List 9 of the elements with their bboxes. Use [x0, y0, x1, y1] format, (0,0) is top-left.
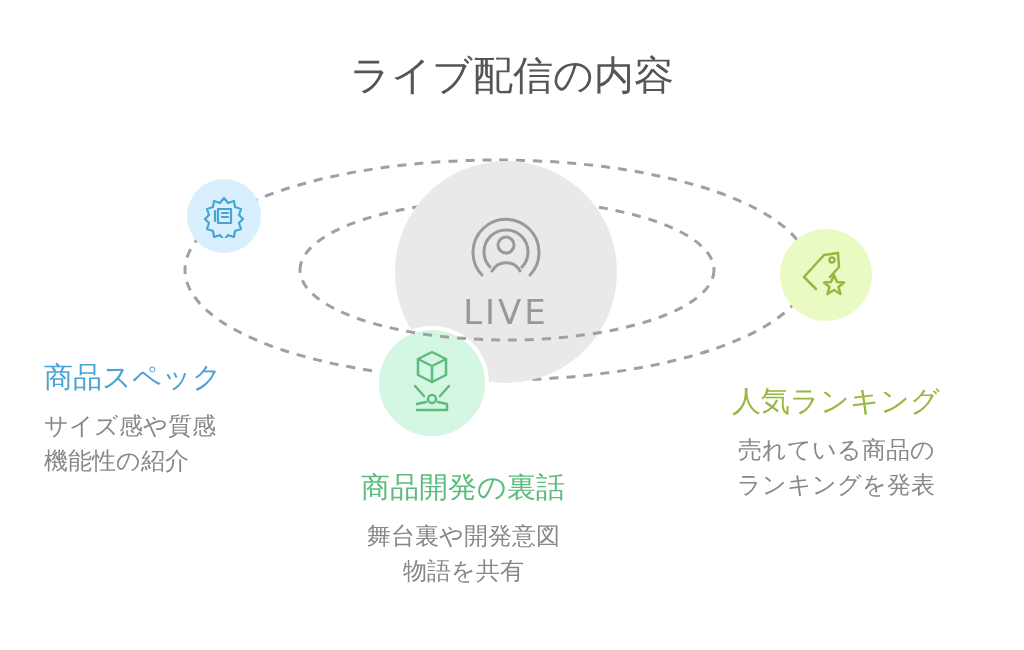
item-heading: 商品スペック	[44, 360, 222, 395]
item-description: 売れている商品のランキングを発表	[736, 434, 936, 501]
diagram-title: ライブ配信の内容	[349, 51, 675, 100]
item-description: サイズ感や質感機能性の紹介	[44, 410, 217, 477]
item-heading: 商品開発の裏話	[361, 470, 565, 505]
item-description: 舞台裏や開発意図物語を共有	[365, 520, 561, 587]
item-heading: 人気ランキング	[732, 384, 940, 419]
icon-circle	[187, 179, 261, 253]
live-label: LIVE	[463, 295, 549, 329]
